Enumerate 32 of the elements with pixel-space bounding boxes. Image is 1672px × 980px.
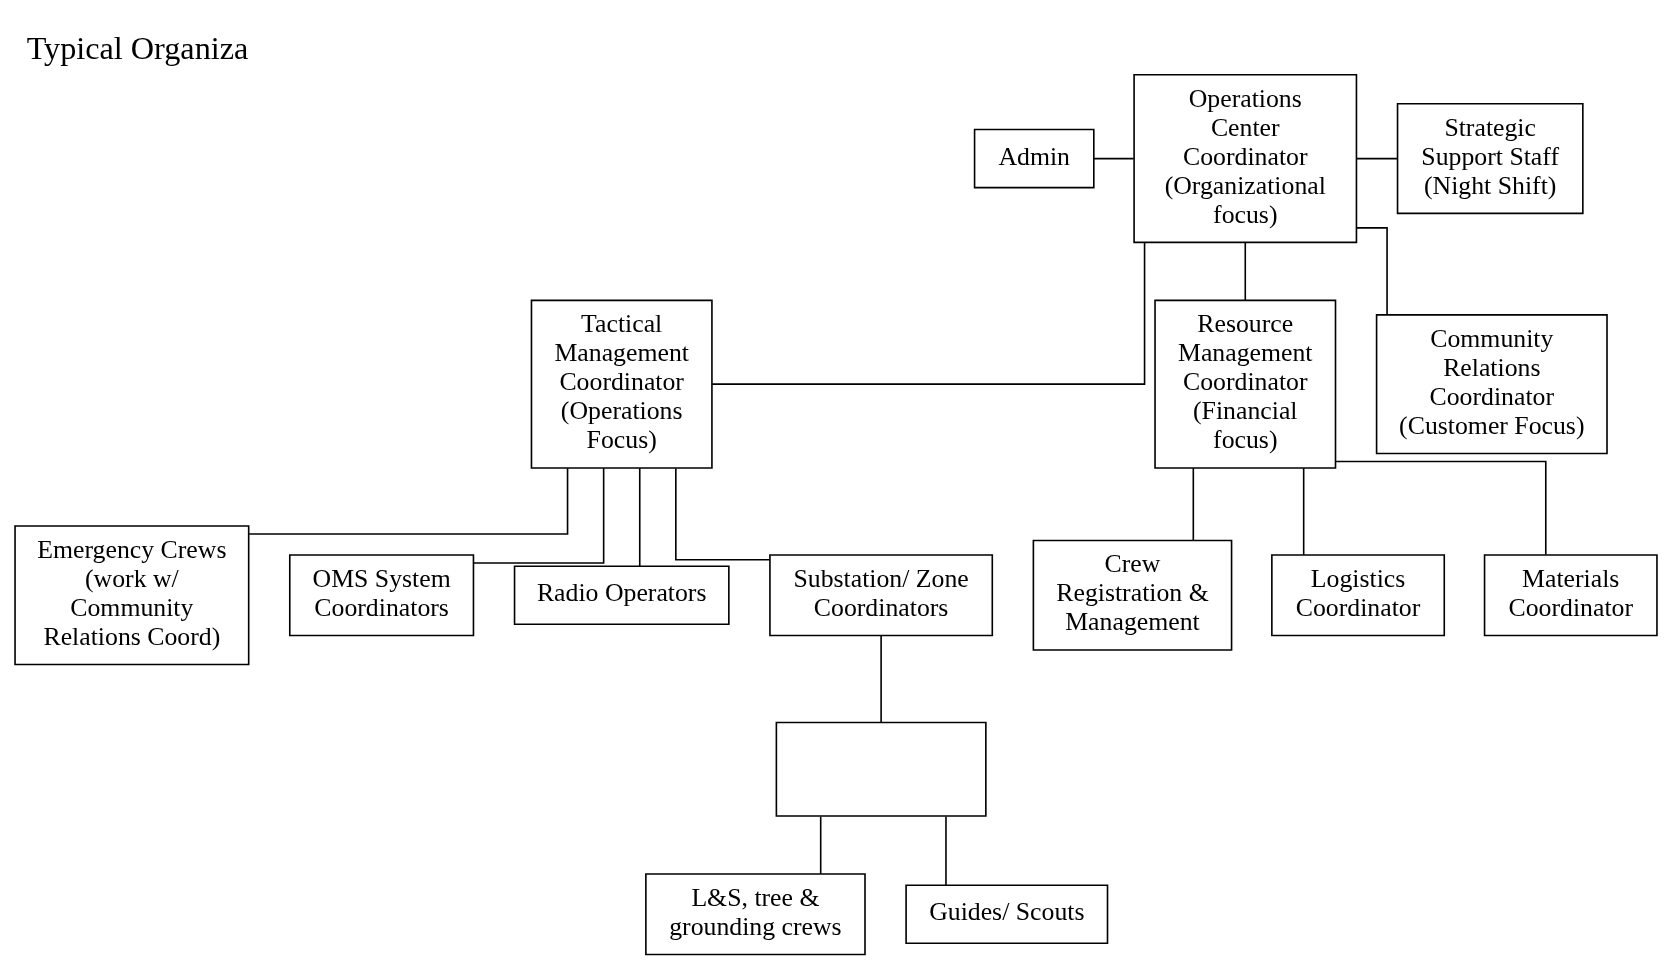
node-box: Logistics Coordinator <box>1271 553 1446 636</box>
node-box: Crew Registration & Management <box>1032 539 1233 651</box>
connector <box>1302 466 1305 556</box>
diagram-title: Typical Organiza <box>26 29 249 66</box>
connector <box>1192 466 1195 541</box>
node-box: L&S, tree & grounding crews <box>645 872 866 955</box>
connector <box>248 466 569 535</box>
connector <box>1356 157 1398 159</box>
connector <box>945 815 947 886</box>
connector <box>1335 460 1547 555</box>
node-box <box>775 721 987 817</box>
node-box: Admin <box>973 128 1095 188</box>
connector <box>473 467 605 564</box>
node-box: Guides/ Scouts <box>905 883 1109 944</box>
node-box: Materials Coordinator <box>1483 553 1658 636</box>
node-box: Radio Operators <box>513 564 730 625</box>
node-box: Community Relations Coordinator (Customer Focus) <box>1375 313 1608 454</box>
connector <box>1356 226 1388 315</box>
node-box: Substation/ Zone Coordinators <box>769 553 994 636</box>
node-box: Tactical Management Coordinator (Operations Focus) <box>530 299 713 469</box>
node-box: Emergency Crews (work w/ Community Relations Coord) <box>14 524 250 665</box>
connector <box>711 241 1146 385</box>
node-box: Strategic Support Staff (Night Shift) <box>1396 102 1584 214</box>
connector <box>1244 241 1247 301</box>
connector <box>819 815 822 875</box>
connector <box>638 466 641 567</box>
connector <box>880 634 882 723</box>
connector <box>1093 157 1135 159</box>
node-box: OMS System Coordinators <box>288 553 475 636</box>
connector <box>675 467 771 561</box>
node-box: Resource Management Coordinator (Financial focus) <box>1154 299 1337 469</box>
node-box: Operations Center Coordinator (Organizational focus) <box>1133 73 1358 243</box>
